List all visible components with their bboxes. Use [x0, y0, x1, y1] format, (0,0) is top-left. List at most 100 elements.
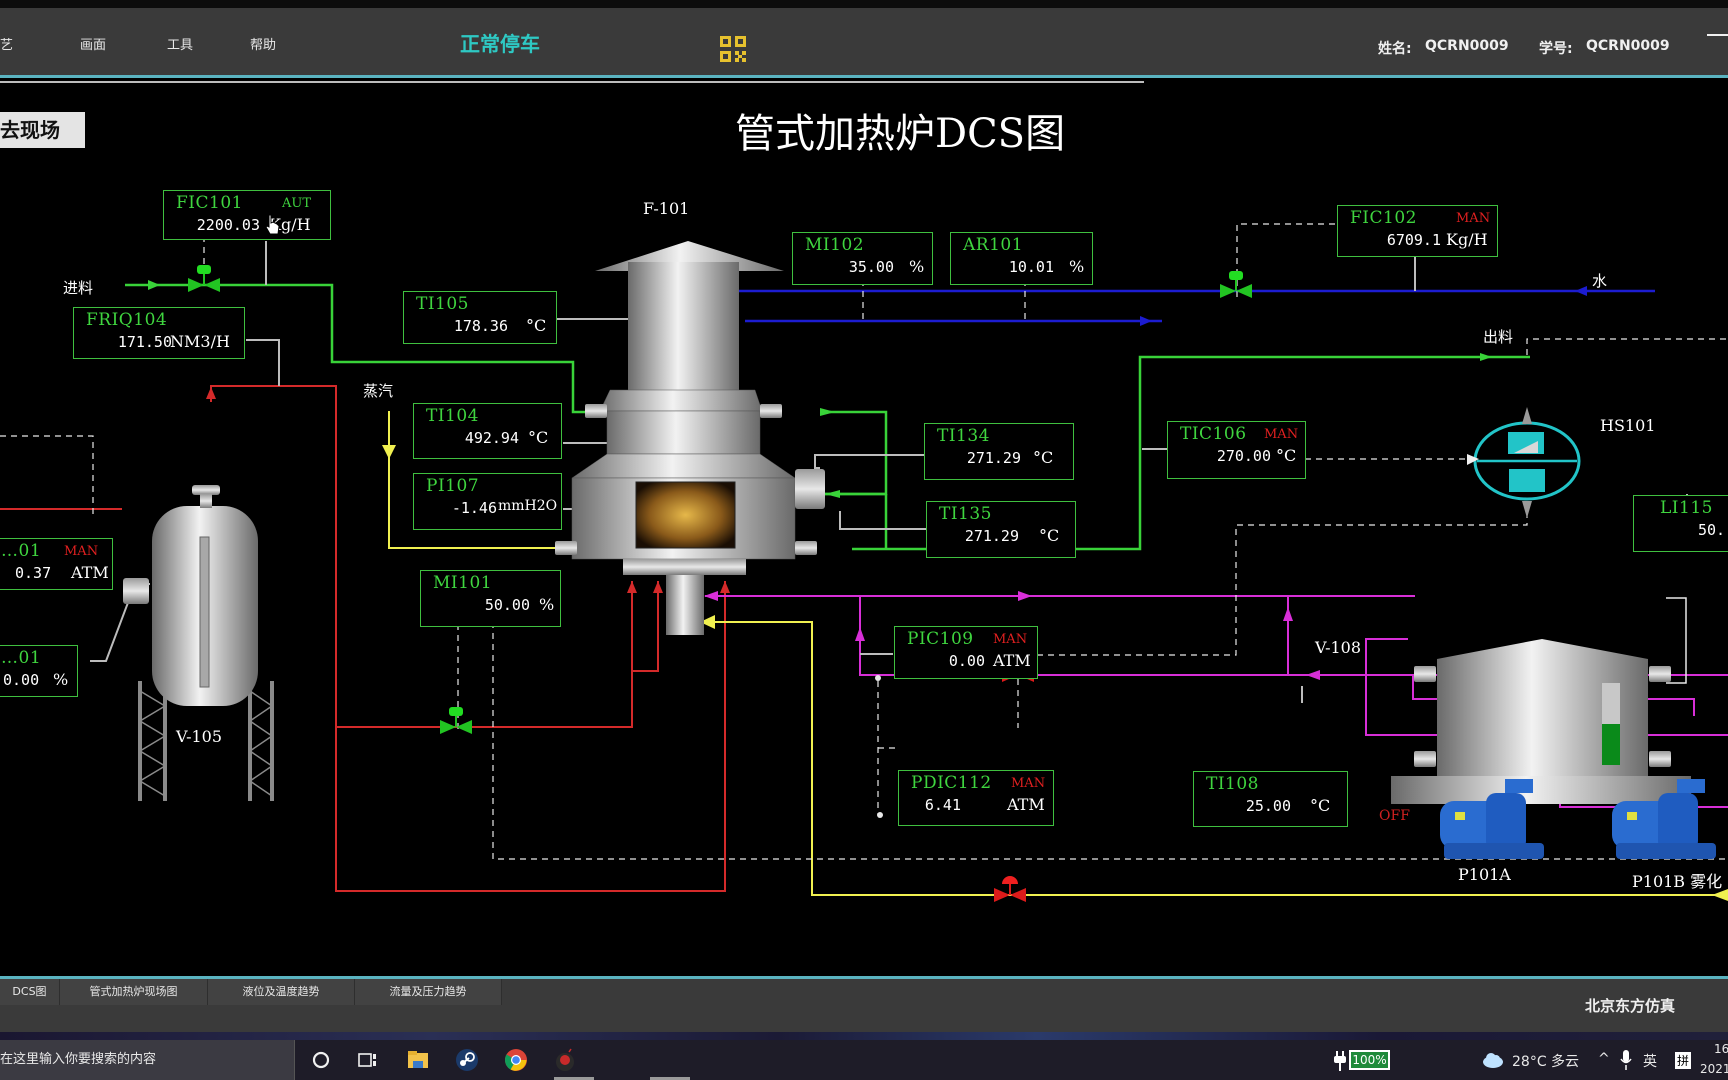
pdic112-control-valve[interactable]	[994, 876, 1026, 902]
window-top-strip	[0, 0, 1728, 8]
minimize-icon[interactable]	[1707, 34, 1728, 36]
flow-arrow	[627, 581, 637, 593]
tab-dcs-diagram[interactable]: DCS图	[0, 979, 60, 1005]
taskbar-search-input[interactable]: 在这里输入你要搜索的内容	[0, 1040, 295, 1080]
tag-unit: Kg/H	[1446, 230, 1488, 249]
tag-name: PDIC112	[911, 773, 992, 793]
taskbar: 在这里输入你要搜索的内容 100% 28°C 多云 ^ 英 拼 16 2021	[0, 1040, 1728, 1080]
tag-unit: %	[1069, 257, 1085, 276]
name-label: 姓名:	[1378, 41, 1412, 57]
pump-p101b[interactable]	[1612, 779, 1716, 859]
v105-label: V-105	[176, 727, 223, 746]
tag-ti105[interactable]: TI105 178.36 °C	[403, 291, 557, 344]
menu-item-screen[interactable]: 画面	[80, 38, 107, 53]
tag-value: 25.00	[1245, 797, 1291, 815]
simulation-app-icon[interactable]	[553, 1048, 577, 1072]
tab-level-temp-trend[interactable]: 液位及温度趋势	[208, 979, 355, 1005]
battery-indicator[interactable]: 100%	[1349, 1050, 1390, 1070]
tag-fic102[interactable]: FIC102 MAN 6709.1 Kg/H	[1337, 205, 1498, 257]
tag-ar101[interactable]: AR101 10.01 %	[950, 232, 1093, 285]
cortana-icon[interactable]	[309, 1048, 333, 1072]
clock-date[interactable]: 2021	[1700, 1062, 1728, 1076]
vessel-v105[interactable]	[123, 485, 274, 801]
tag-ti108[interactable]: TI108 25.00 °C	[1193, 771, 1348, 827]
tag-unit: mmH2O	[498, 498, 558, 514]
run-status-title: 正常停车	[460, 32, 540, 56]
tag-value: 10.01	[1008, 258, 1054, 276]
furnace-f101[interactable]	[571, 241, 796, 635]
tag-mode: MAN	[1011, 776, 1046, 791]
app-running-indicator	[650, 1077, 690, 1080]
tag-name: FIC102	[1350, 208, 1417, 228]
hs101-selector[interactable]	[1467, 407, 1581, 518]
tag-pi107[interactable]: PI107 -1.46 mmH2O	[413, 473, 562, 530]
tag-value: 171.50	[117, 333, 172, 351]
tag-name: LI115	[1660, 498, 1713, 518]
goto-field-button[interactable]: 去现场	[0, 112, 85, 148]
task-view-icon[interactable]	[356, 1048, 380, 1072]
microphone-icon[interactable]	[1620, 1050, 1632, 1070]
tag-unit: °C	[1033, 448, 1054, 467]
file-explorer-icon[interactable]	[406, 1048, 430, 1072]
water-control-valve[interactable]	[1220, 271, 1252, 298]
tag-percent-left[interactable]: …01 0.00 %	[0, 645, 78, 697]
tag-name: …01	[1, 541, 42, 561]
tag-li115[interactable]: LI115 50.	[1633, 495, 1728, 552]
tag-name: FRIQ104	[86, 310, 168, 330]
tag-unit: °C	[1039, 526, 1060, 545]
tag-value: -1.46	[451, 499, 497, 517]
tag-name: TI135	[939, 504, 993, 524]
tag-fic101[interactable]: FIC101 AUT 2200.03 Kg/H	[163, 190, 331, 240]
show-hidden-icons-chevron-icon[interactable]: ^	[1598, 1051, 1610, 1067]
tag-pressure-left[interactable]: …01 MAN 0.37 ATM	[0, 538, 113, 590]
steam-icon[interactable]	[455, 1048, 479, 1072]
qr-code-icon[interactable]	[720, 36, 746, 62]
fuel-control-valve[interactable]	[440, 707, 472, 734]
tag-value: 0.37	[15, 564, 52, 582]
tab-field-diagram[interactable]: 管式加热炉现场图	[60, 979, 208, 1005]
tag-mode: MAN	[1264, 427, 1299, 442]
vessel-v108[interactable]	[1391, 639, 1691, 804]
level-gauge-line	[1666, 597, 1687, 684]
tag-mi102[interactable]: MI102 35.00 %	[792, 232, 933, 285]
tag-tic106[interactable]: TIC106 MAN 270.00 °C	[1167, 421, 1306, 479]
tag-friq104[interactable]: FRIQ104 171.50 NM3/H	[73, 307, 245, 359]
flow-arrow	[653, 581, 663, 593]
tag-unit: ATM	[993, 651, 1031, 670]
tag-value: 271.29	[964, 527, 1019, 545]
flow-arrow	[206, 387, 216, 399]
flow-arrow	[1283, 607, 1293, 621]
tag-ti104[interactable]: TI104 492.94 °C	[413, 403, 562, 459]
tag-pic109[interactable]: PIC109 MAN 0.00 ATM	[894, 626, 1038, 679]
tab-flow-pressure-trend[interactable]: 流量及压力趋势	[355, 979, 502, 1005]
tag-mi101[interactable]: MI101 50.00 %	[420, 570, 561, 627]
menu-item-help[interactable]: 帮助	[250, 38, 277, 53]
flow-arrow	[1018, 591, 1032, 601]
clock-time[interactable]: 16	[1714, 1042, 1728, 1056]
tag-name: TIC106	[1180, 424, 1247, 444]
tag-ti135[interactable]: TI135 271.29 °C	[926, 501, 1076, 558]
v108-label: V-108	[1315, 638, 1362, 657]
flow-arrow	[720, 581, 730, 593]
flow-arrow	[1712, 889, 1728, 901]
menu-item-process[interactable]: 艺	[0, 38, 14, 53]
menu-item-tools[interactable]: 工具	[167, 38, 194, 53]
chrome-icon[interactable]	[504, 1048, 528, 1072]
ime-mode[interactable]: 拼	[1675, 1052, 1692, 1069]
student-id-value: QCRN0009	[1586, 38, 1670, 54]
tag-ti134[interactable]: TI134 271.29 °C	[924, 423, 1074, 480]
pump-status-off: OFF	[1379, 808, 1410, 824]
furnace-flame-window	[635, 481, 736, 549]
junction-dot	[875, 675, 881, 681]
weather-text[interactable]: 28°C 多云	[1512, 1054, 1580, 1070]
pump-p101a[interactable]	[1440, 779, 1544, 859]
feed-control-valve[interactable]	[188, 265, 220, 292]
name-value: QCRN0009	[1425, 38, 1509, 54]
cloud-icon	[1483, 1053, 1503, 1068]
ime-language[interactable]: 英	[1643, 1054, 1657, 1070]
desktop-wallpaper	[0, 1032, 1728, 1040]
tag-name: …01	[1, 648, 42, 668]
tag-unit: NM3/H	[170, 332, 230, 351]
bottom-tab-bar: DCS图 管式加热炉现场图 液位及温度趋势 流量及压力趋势 北京东方仿真	[0, 976, 1728, 1032]
tag-pdic112[interactable]: PDIC112 MAN 6.41 ATM	[898, 770, 1054, 826]
